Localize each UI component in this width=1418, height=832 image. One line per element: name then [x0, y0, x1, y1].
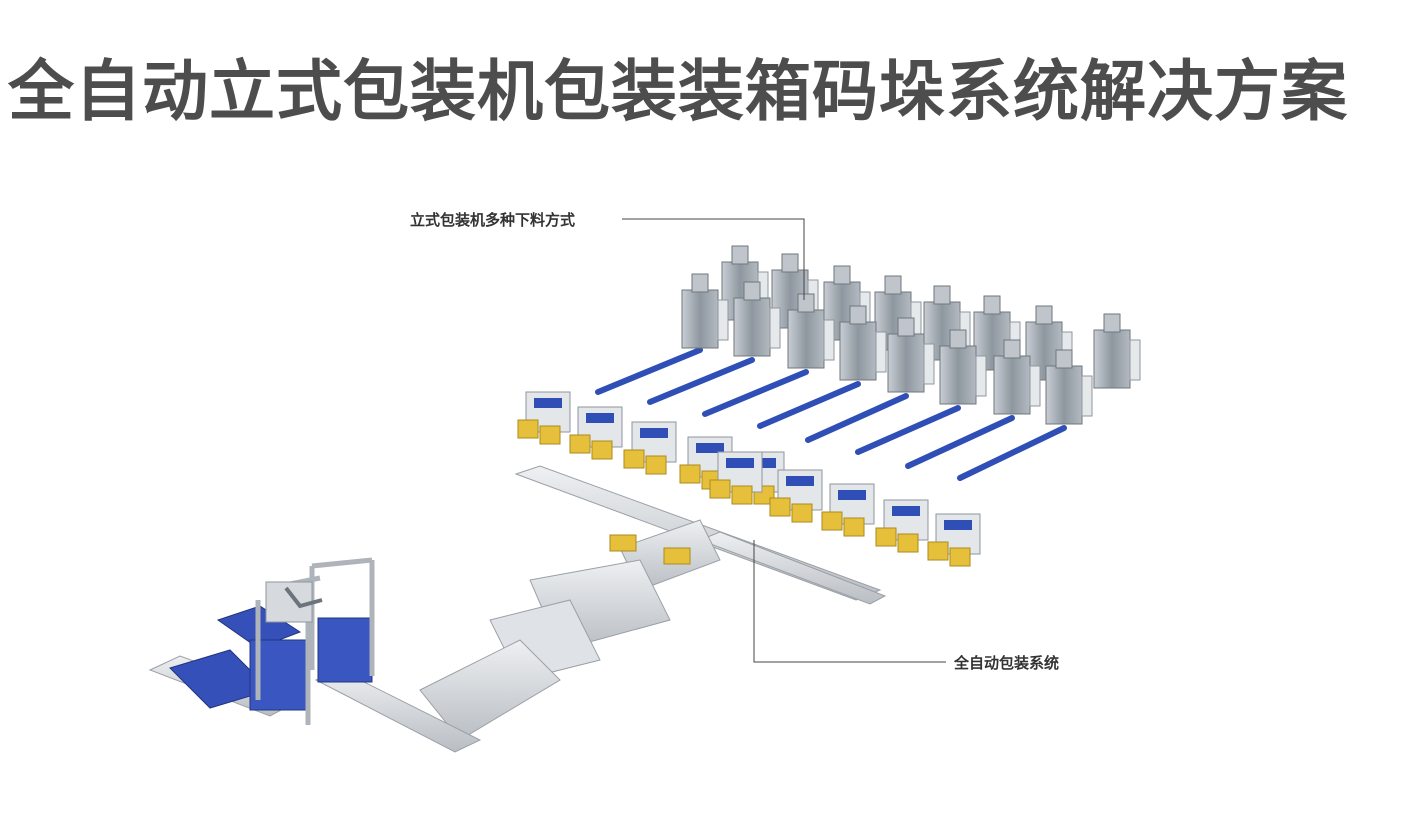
machine-panel [1029, 365, 1041, 407]
station-belt [726, 458, 754, 468]
carton-box [623, 449, 645, 469]
carton-box [949, 547, 971, 567]
station-belt [944, 520, 972, 530]
machine-body [839, 321, 877, 381]
machine-panel [823, 319, 835, 361]
palletizer-robot-cell [148, 557, 375, 725]
callout-feeding-methods: 立式包装机多种下料方式 [410, 211, 576, 229]
machine-hopper [781, 253, 799, 273]
carton-station [821, 483, 875, 537]
carton-box [927, 541, 949, 561]
carton-box [791, 503, 813, 523]
packing-machine [681, 273, 729, 349]
carton-station [875, 499, 929, 553]
machine-hopper [1003, 339, 1021, 359]
page-title: 全自动立式包装机包装装箱码垛系统解决方案 [8, 53, 1348, 130]
feeder-belt [957, 425, 1067, 481]
machine-hopper [884, 275, 902, 295]
carton-station [927, 513, 981, 567]
machine-panel [875, 331, 887, 373]
carton-box [709, 479, 731, 499]
machine-body [993, 355, 1031, 415]
carton-box [769, 497, 791, 517]
carton-box [569, 434, 591, 454]
station-belt [892, 506, 920, 516]
machine-hopper [797, 293, 815, 313]
machine-hopper [933, 285, 951, 305]
station-belt [696, 443, 724, 453]
carton-box [875, 527, 897, 547]
carton-station [517, 391, 571, 445]
machine-hopper [833, 265, 851, 285]
packing-machine [993, 339, 1041, 415]
callout-auto-packaging-system: 全自动包装系统 [954, 654, 1060, 672]
carton-box [679, 464, 701, 484]
packing-machine [733, 281, 781, 357]
feeder-belt [805, 393, 909, 443]
machine-body [733, 297, 771, 357]
carton-box [591, 440, 613, 460]
carton-box [645, 455, 667, 475]
packing-machine [887, 317, 935, 393]
machine-hopper [1103, 313, 1121, 333]
machine-body [939, 345, 977, 405]
carton-station [769, 469, 823, 523]
packing-machine [1045, 349, 1093, 425]
feeder-belt [855, 405, 961, 455]
machine-hopper [849, 305, 867, 325]
machine-panel [1129, 339, 1141, 381]
feeder-belt [647, 357, 755, 405]
machine-hopper [743, 281, 761, 301]
machine-hopper [897, 317, 915, 337]
machine-body [1045, 365, 1083, 425]
station-belt [534, 398, 562, 408]
machine-hopper [731, 245, 749, 265]
carton-station [623, 421, 677, 475]
feeder-belts [595, 347, 1067, 481]
machine-body [681, 289, 719, 349]
station-belt [586, 413, 614, 423]
feeder-belt [702, 369, 809, 417]
carton-box [539, 425, 561, 445]
machine-panel [1081, 375, 1093, 417]
machine-hopper [983, 295, 1001, 315]
machine-panel [769, 307, 781, 349]
feeder-belt [595, 347, 703, 395]
carton-station [709, 451, 763, 505]
machine-panel [975, 355, 987, 397]
main-transfer-conveyor [314, 519, 721, 753]
packing-machine [939, 329, 987, 405]
feeder-belt [905, 415, 1015, 469]
machine-hopper [691, 273, 709, 293]
machine-panel [923, 343, 935, 385]
carton-stations [517, 391, 981, 567]
station-belt [838, 490, 866, 500]
vertical-packing-machines [681, 245, 1141, 425]
carton-box [843, 517, 865, 537]
carton-box [517, 419, 539, 439]
carton-station [569, 406, 623, 460]
packing-machine [787, 293, 835, 369]
machine-hopper [1055, 349, 1073, 369]
machine-hopper [1035, 305, 1053, 325]
machine-body [1093, 329, 1131, 389]
machine-body [787, 309, 825, 369]
machine-panel [717, 299, 729, 341]
station-belt [640, 428, 668, 438]
packing-machine [839, 305, 887, 381]
feeder-belt [757, 381, 861, 429]
station-belt [786, 476, 814, 486]
carton-box [821, 511, 843, 531]
callout-leader-lines [622, 218, 946, 663]
packing-machine [1093, 313, 1141, 389]
machine-hopper [949, 329, 967, 349]
carton-box [897, 533, 919, 553]
carton-box [731, 485, 753, 505]
machine-body [887, 333, 925, 393]
